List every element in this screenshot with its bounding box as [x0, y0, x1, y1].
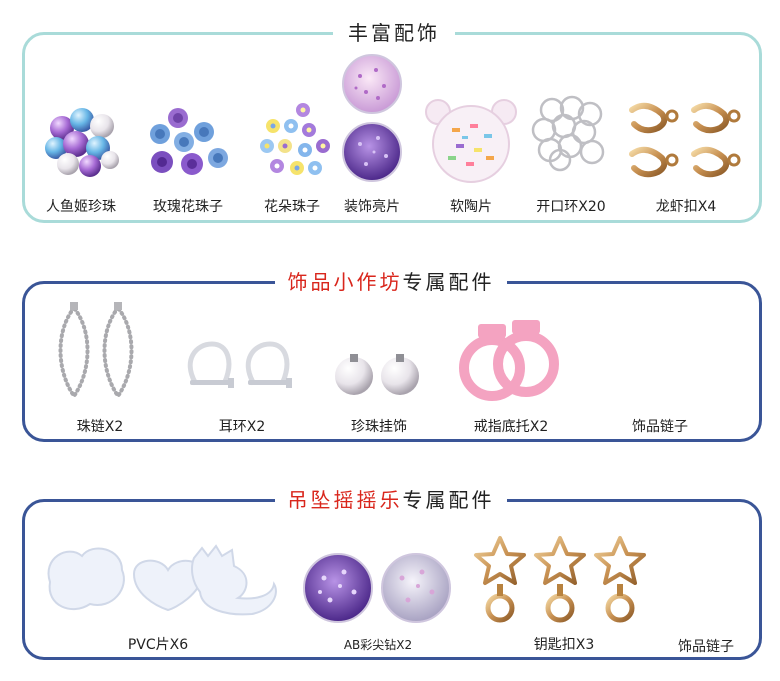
item-label: 珍珠挂饰 [351, 419, 407, 435]
gold-chain-icon [598, 343, 722, 391]
item-label: 花朵珠子 [264, 199, 320, 215]
item-label: 饰品链子 [678, 639, 734, 655]
item-label: 软陶片 [450, 199, 492, 215]
item-label: 开口环X20 [536, 199, 606, 215]
gold-chain-icon [686, 522, 726, 626]
item-label: 珠链X2 [76, 419, 124, 435]
item-label: 人鱼姬珍珠 [46, 199, 116, 215]
item-label: 钥匙扣X3 [533, 637, 595, 653]
item-label: 装饰亮片 [344, 199, 400, 215]
item-label: 玫瑰花珠子 [153, 199, 223, 215]
polymer-clay-jar-icon [425, 99, 517, 183]
ear-clip-icon [187, 341, 292, 388]
item-label: 耳环X2 [218, 419, 266, 435]
item-label: 龙虾扣X4 [655, 199, 717, 215]
pearl-cluster-icon [45, 108, 119, 177]
jump-rings-icon [531, 95, 605, 172]
ball-chain-icon [58, 302, 134, 400]
ring-base-icon [459, 320, 559, 401]
item-label: PVC片X6 [127, 637, 189, 653]
lobster-clasp-icon [629, 102, 741, 178]
star-keychain-icon [474, 536, 646, 623]
item-label: AB彩尖钻X2 [343, 638, 413, 652]
section-title-accessories: 丰富配饰 [333, 17, 455, 46]
pearl-charm-icon [335, 354, 419, 395]
section-title-pendant-shaker: 吊坠摇摇乐专属配件 [275, 484, 507, 513]
rose-beads-icon [150, 108, 228, 175]
pvc-shapes-icon [47, 544, 277, 616]
item-label: 饰品链子 [632, 419, 688, 435]
rhinestone-jars-icon [303, 553, 451, 623]
section-title-jewelry-workshop: 饰品小作坊专属配件 [275, 266, 507, 295]
sequin-jars-icon [342, 54, 402, 182]
item-label: 戒指底托X2 [473, 419, 549, 435]
flower-beads-icon [260, 103, 330, 175]
